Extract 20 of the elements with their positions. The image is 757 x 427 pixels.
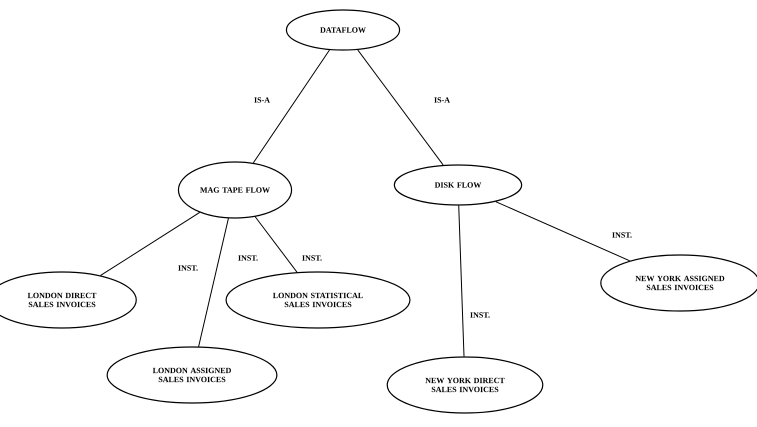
edge-label: INST.	[300, 254, 324, 262]
ellipse-node: DATAFLOW	[286, 9, 400, 51]
ellipse-node: NEW YORK DIRECT SALES INVOICES	[386, 356, 544, 414]
connector-line	[252, 50, 330, 164]
connector-line	[254, 216, 298, 273]
ellipse-node: LONDON STATISTICAL SALES INVOICES	[225, 271, 411, 329]
edge-label: IS-A	[253, 96, 271, 104]
connector-line	[495, 201, 630, 262]
edge-label: INST.	[236, 254, 260, 262]
ellipse-node: LONDON ASSIGNED SALES INVOICES	[106, 346, 278, 404]
ellipse-node: DISK FLOW	[394, 164, 522, 206]
connector-line	[198, 218, 229, 347]
connector-line	[357, 49, 444, 166]
edge-label: INST.	[468, 311, 492, 319]
edge-label: INST.	[610, 231, 634, 239]
connector-line	[458, 205, 464, 357]
ellipse-node: MAG TAPE FLOW	[178, 161, 292, 219]
connector-line	[100, 212, 200, 276]
edge-label: IS-A	[433, 96, 451, 104]
edge-label: INST.	[176, 264, 200, 272]
